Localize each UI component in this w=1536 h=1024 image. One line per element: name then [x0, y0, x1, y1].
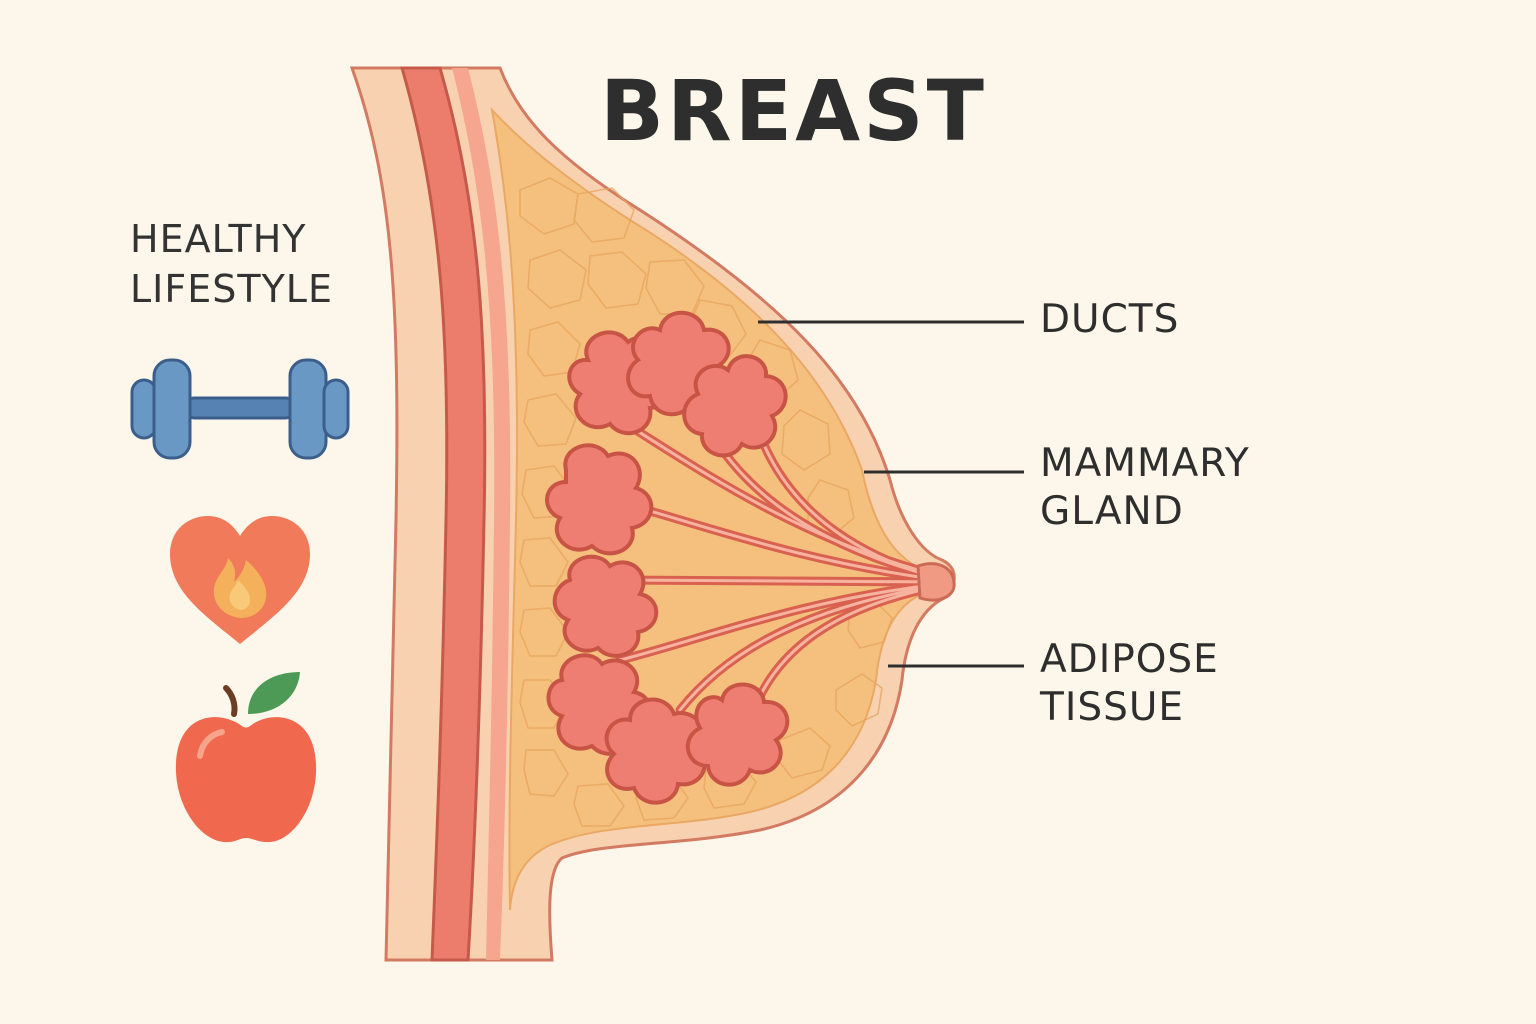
- mammary-gland-label: MAMMARY GLAND: [1040, 440, 1250, 536]
- ducts-label: DUCTS: [1040, 296, 1179, 344]
- heart-flame-icon: [166, 512, 314, 648]
- adipose-tissue-label-line1: ADIPOSE: [1040, 636, 1219, 684]
- sidebar-heading-line1: HEALTHY: [130, 214, 333, 264]
- mammary-gland-label-line2: GLAND: [1040, 488, 1250, 536]
- diagram-title: BREAST: [600, 62, 960, 160]
- sidebar-heading: HEALTHY LIFESTYLE: [130, 214, 333, 314]
- adipose-tissue-label-line2: TISSUE: [1040, 684, 1219, 732]
- sidebar-heading-line2: LIFESTYLE: [130, 264, 333, 314]
- ducts-label-text: DUCTS: [1040, 296, 1179, 344]
- apple-icon: [172, 668, 320, 846]
- dumbbell-icon: [128, 354, 352, 464]
- mammary-gland-label-line1: MAMMARY: [1040, 440, 1250, 488]
- adipose-tissue-label: ADIPOSE TISSUE: [1040, 636, 1219, 732]
- leaf-icon: [248, 672, 300, 714]
- nipple: [918, 564, 954, 600]
